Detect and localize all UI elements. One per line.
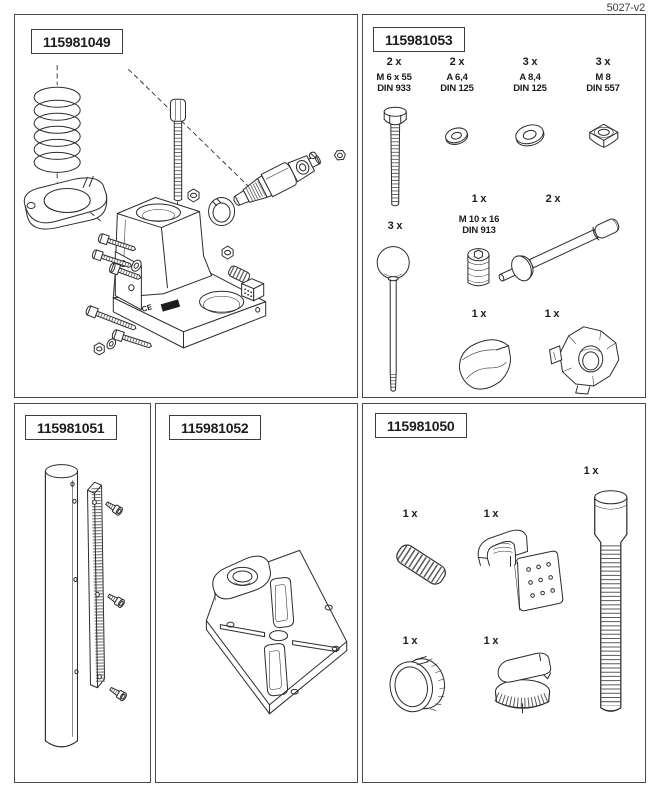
fastener-size: M 6 x 55 <box>376 72 412 83</box>
small-screw-drawing <box>308 151 317 160</box>
fastener-standard: DIN 933 <box>377 83 411 94</box>
exploded-head-assembly-drawing: CE <box>23 65 346 356</box>
rack-strip-drawing <box>87 481 106 689</box>
fastener-qty: 3 x <box>522 56 538 68</box>
fastener-size: M 8 <box>595 72 611 83</box>
fastener-standard: DIN 557 <box>586 83 620 94</box>
fastener-column-hex-bolt: 2 x M 6 x 55 DIN 933 <box>356 56 432 94</box>
fastener-size: A 6,4 <box>446 72 468 83</box>
mounting-holes-drawing <box>226 604 340 695</box>
set-screw-labels: 1 x M 10 x 16 DIN 913 <box>441 193 517 236</box>
base-plate-drawing <box>205 549 348 715</box>
column-drawing <box>44 464 79 748</box>
ce-marking: CE <box>141 302 153 314</box>
depth-stop-qty: 1 x <box>483 508 499 520</box>
column-with-rack-drawing <box>44 464 127 748</box>
square-nut-drawing <box>589 123 619 148</box>
small-spring-drawing <box>228 265 251 284</box>
clamp-piece-drawing <box>549 326 620 395</box>
washer-small-drawing <box>445 127 469 145</box>
small-nut-drawing <box>333 149 346 161</box>
cap-qty: 1 x <box>483 635 499 647</box>
fastener-qty: 2 x <box>449 56 465 68</box>
hex-bolt-drawing <box>383 106 407 207</box>
clamp-collar-drawing <box>23 175 108 230</box>
panel-base-plate: 115981052 <box>155 403 358 783</box>
spring-drawing <box>33 86 81 173</box>
fastener-qty: 2 x <box>386 56 402 68</box>
body-fasteners-drawing <box>85 188 265 356</box>
document-code: 5027-v2 <box>606 2 646 14</box>
set-screw-drawing <box>467 248 490 287</box>
part-number-label: 115981053 <box>373 27 465 52</box>
part-number-label: 115981050 <box>375 413 467 438</box>
feed-handle-drawing <box>498 218 620 282</box>
fastener-column-square-nut: 3 x M 8 DIN 557 <box>565 56 641 94</box>
set-screw-qty: 1 x <box>471 193 487 205</box>
fastener-standard: DIN 125 <box>513 83 547 94</box>
cross-slots-drawing <box>219 576 338 697</box>
threaded-rod-drawing <box>169 98 186 202</box>
accessories-drawing <box>389 490 628 714</box>
part-number-label: 115981049 <box>31 29 123 54</box>
ball-rod-qty: 3 x <box>387 220 403 232</box>
depth-stop-bracket-drawing <box>477 529 564 612</box>
fastener-standard: DIN 125 <box>440 83 474 94</box>
fastener-column-small-washer: 2 x A 6,4 DIN 125 <box>419 56 495 94</box>
washer-large-drawing <box>515 124 545 147</box>
knob-qty: 1 x <box>402 635 418 647</box>
fastener-column-large-washer: 3 x A 8,4 DIN 125 <box>492 56 568 94</box>
set-screw-size: M 10 x 16 <box>458 214 500 225</box>
panel-head-assembly: 115981049 <box>14 14 358 398</box>
cover-cap-drawing <box>458 339 512 390</box>
handle-qty: 2 x <box>545 193 561 205</box>
fastener-qty: 3 x <box>595 56 611 68</box>
threaded-column-qty: 1 x <box>583 465 599 477</box>
set-screw-standard: DIN 913 <box>462 225 496 236</box>
cap-drawing <box>494 652 552 714</box>
rating-label <box>160 299 181 312</box>
spring-qty: 1 x <box>402 508 418 520</box>
clamp-pad-drawing <box>241 278 265 302</box>
ball-handle-rod-drawing <box>376 246 410 392</box>
threaded-column-drawing <box>594 490 628 712</box>
clamping-knob-drawing <box>389 656 446 713</box>
rack-screws-drawing <box>105 501 127 702</box>
clamp-piece-qty: 1 x <box>544 308 560 320</box>
hardware-kit-drawing <box>376 106 620 395</box>
panel-column: 115981051 <box>14 403 151 783</box>
cover-cap-qty: 1 x <box>471 308 487 320</box>
chuck-assembly-drawing <box>208 149 346 227</box>
part-number-label: 115981051 <box>25 415 117 440</box>
panel-accessories: 115981050 1 x 1 x 1 x 1 x 1 x <box>362 403 646 783</box>
fastener-size: A 8,4 <box>519 72 541 83</box>
compression-spring-drawing <box>396 544 446 585</box>
panel-hardware-kit: 115981053 2 x M 6 x 55 DIN 933 2 x A 6,4… <box>362 14 646 398</box>
part-number-label: 115981052 <box>169 415 261 440</box>
column-boss-drawing <box>212 555 272 601</box>
